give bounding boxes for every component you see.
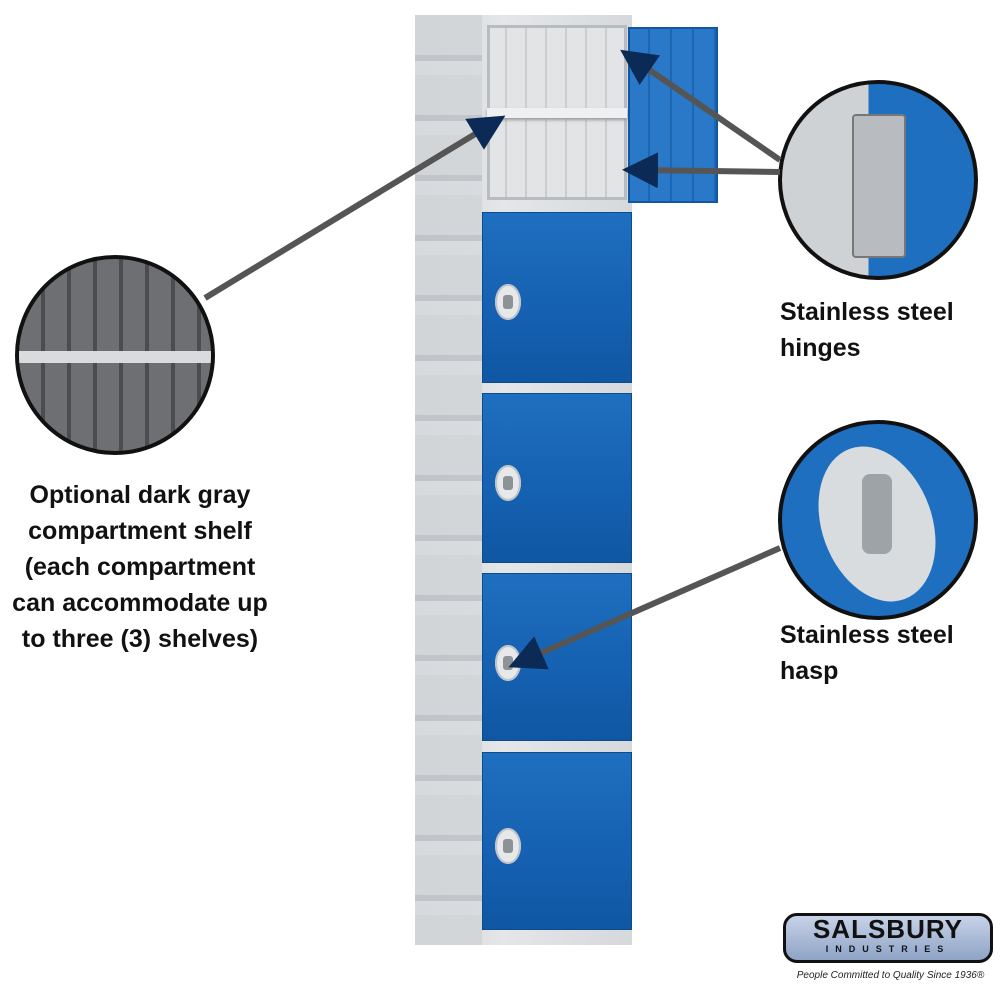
caption-line: to three (3) shelves)	[21, 625, 259, 653]
caption-line: Optional dark gray	[29, 481, 251, 509]
hasp-icon	[495, 284, 521, 320]
logo-tagline: People Committed to Quality Since 1936®	[796, 970, 985, 981]
shelf-detail-circle	[15, 255, 215, 455]
arrow-hinge-top	[620, 49, 782, 163]
caption-line: Stainless steel	[780, 621, 954, 649]
caption-line: compartment shelf	[28, 517, 252, 545]
caption-line: hinges	[780, 334, 861, 362]
hinges-caption: Stainless steel hinges	[780, 294, 954, 366]
hasp-detail-circle	[778, 420, 978, 620]
hasp-icon	[495, 828, 521, 864]
arrow-hasp	[508, 545, 782, 670]
caption-line: hasp	[780, 657, 839, 685]
locker-door-2	[482, 393, 632, 563]
caption-line: can accommodate up	[12, 589, 268, 617]
logo-sub: INDUSTRIES	[825, 944, 951, 954]
arrow-shelf	[203, 115, 506, 301]
hinge-icon	[852, 114, 906, 258]
logo-brand: SALSBURY	[812, 914, 964, 944]
locker-door-1	[482, 212, 632, 383]
locker-door-4	[482, 752, 632, 930]
caption-line: (each compartment	[24, 553, 256, 581]
salsbury-logo: SALSBURY INDUSTRIES	[783, 913, 993, 963]
hasp-icon	[862, 474, 892, 554]
locker-side-panel	[415, 15, 482, 945]
caption-line: Stainless steel	[780, 298, 954, 326]
compartment-shelf	[487, 108, 627, 118]
hasp-icon	[495, 465, 521, 501]
arrow-hinge-bottom	[622, 152, 781, 189]
hinge-detail-circle	[778, 80, 978, 280]
hasp-caption: Stainless steel hasp	[780, 617, 954, 689]
shelf-caption: Optional dark gray compartment shelf (ea…	[0, 477, 280, 657]
shelf-detail	[19, 351, 211, 363]
